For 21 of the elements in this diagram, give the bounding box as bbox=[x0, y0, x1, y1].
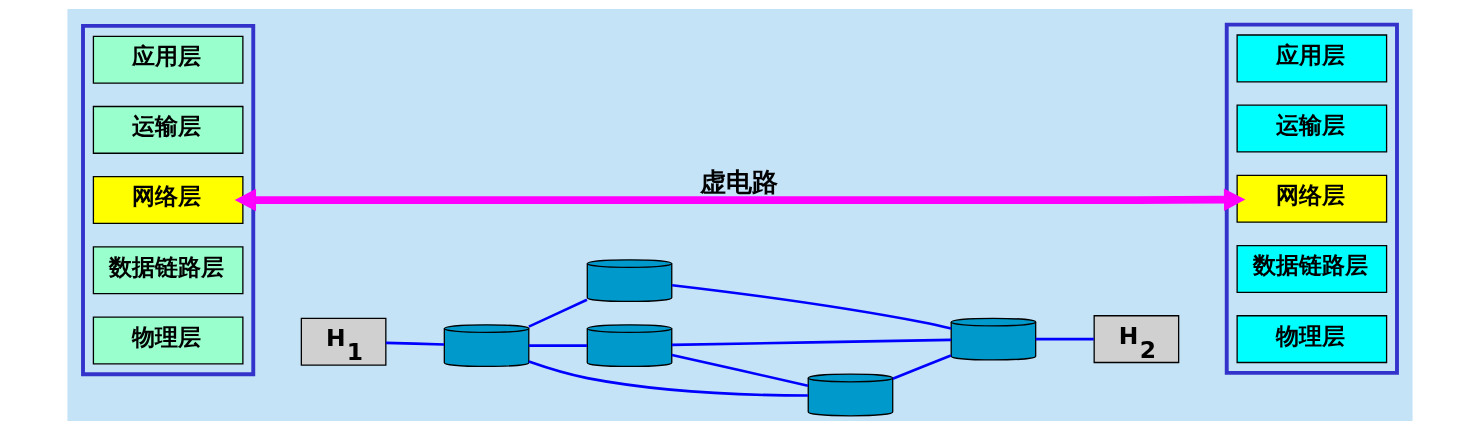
node-box: 应用层 bbox=[92, 35, 243, 84]
connector bbox=[671, 338, 951, 346]
arrow bbox=[234, 187, 1245, 211]
connector bbox=[528, 343, 587, 347]
node-box: 数据链路层 bbox=[92, 245, 243, 294]
edge-label: 虚电路 bbox=[699, 166, 778, 197]
connector bbox=[671, 283, 951, 330]
connector bbox=[671, 353, 808, 387]
connector bbox=[385, 341, 444, 346]
node-box: 应用层 bbox=[1236, 33, 1387, 82]
node-box: 数据链路层 bbox=[1236, 244, 1387, 293]
node-box: 运输层 bbox=[92, 105, 243, 154]
connector bbox=[891, 353, 951, 380]
connector bbox=[1035, 337, 1094, 340]
node-box: 网络层 bbox=[92, 175, 243, 224]
connector bbox=[527, 298, 587, 328]
node-box: 物理层 bbox=[1236, 314, 1387, 363]
connector bbox=[527, 359, 808, 397]
node-box: 运输层 bbox=[1236, 104, 1387, 153]
node-box: 网络层 bbox=[1236, 174, 1387, 223]
node-box: 物理层 bbox=[92, 315, 243, 364]
